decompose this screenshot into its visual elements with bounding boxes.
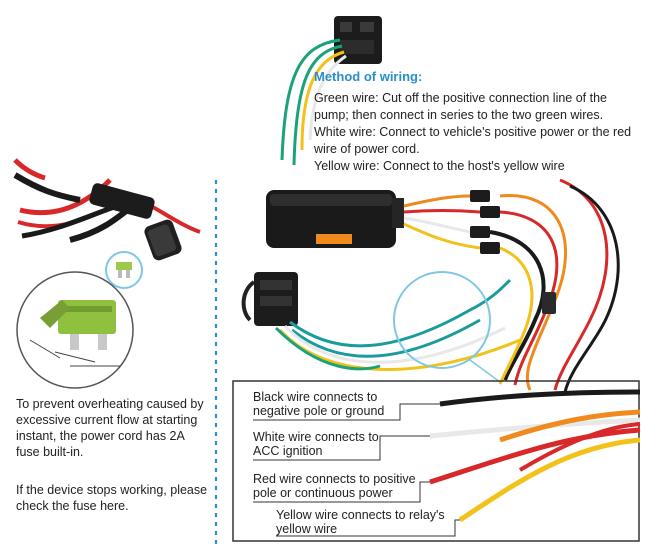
yellow-wire-label: Yellow wire connects to relay's yellow w… <box>276 508 445 536</box>
white-wire-label-line2: ACC ignition <box>253 444 323 458</box>
tracker-wires <box>403 190 500 254</box>
wiring-green-instruction: Green wire: Cut off the positive connect… <box>314 91 607 122</box>
callout-wire-bundle <box>429 389 641 523</box>
white-wire-label: White wire connects to ACC ignition <box>253 430 379 458</box>
blade-fuse-icon <box>29 300 120 367</box>
yellow-wire-label-line1: Yellow wire connects to relay's <box>276 508 445 522</box>
wire-callout-box <box>232 380 640 542</box>
gps-tracker-icon <box>266 190 404 248</box>
wiring-method-title: Method of wiring: <box>314 69 423 84</box>
wire-harness-icon <box>241 272 298 326</box>
fuse-overheat-note: To prevent overheating caused by excessi… <box>16 397 204 459</box>
white-wire-label-line1: White wire connects to <box>253 430 379 444</box>
blade-fuse-small-icon <box>116 262 132 278</box>
red-wire-label: Red wire connects to positive pole or co… <box>253 472 416 500</box>
red-wire-label-line1: Red wire connects to positive <box>253 472 416 486</box>
wire-loops <box>489 178 620 393</box>
relay-icon <box>334 16 382 64</box>
black-wire-label-line1: Black wire connects to <box>253 390 378 404</box>
wiring-yellow-instruction: Yellow wire: Connect to the host's yello… <box>314 159 565 173</box>
wire-zoom-marker <box>393 271 491 369</box>
wiring-white-instruction: White wire: Connect to vehicle's positiv… <box>314 125 632 156</box>
yellow-wire-label-line2: yellow wire <box>276 522 338 536</box>
fuse-check-note: If the device stops working, please chec… <box>16 483 208 513</box>
relay-wires <box>280 38 347 166</box>
harness-wires <box>274 278 521 371</box>
black-wire-label-line2: negative pole or ground <box>253 404 385 418</box>
power-cord-group <box>13 158 201 243</box>
fuse-holder-icon <box>89 183 182 261</box>
wire-zoom-connector <box>469 359 501 383</box>
black-wire-label: Black wire connects to negative pole or … <box>253 390 384 418</box>
callout-pointers <box>253 403 460 537</box>
red-wire-label-line2: pole or continuous power <box>253 486 393 500</box>
